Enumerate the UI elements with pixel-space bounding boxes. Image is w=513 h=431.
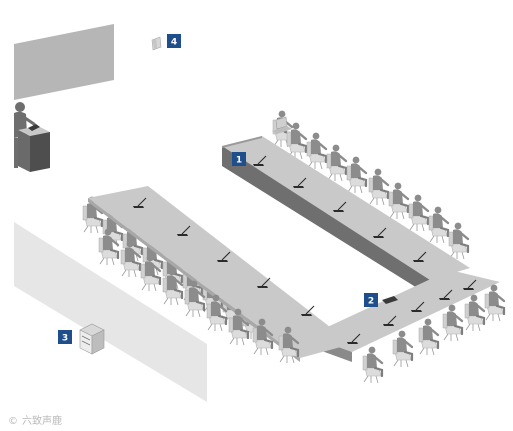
laptop-icon — [272, 116, 292, 134]
watermark: © 六致声鹿 — [8, 414, 62, 427]
badge-label: 3 — [62, 334, 68, 344]
badge-label: 1 — [236, 156, 242, 166]
wireless-device-icon — [151, 36, 162, 51]
wireless-device-icon — [382, 296, 398, 304]
badge-1: 1 — [232, 152, 246, 166]
badge-3: 3 — [58, 330, 72, 344]
badge-4: 4 — [167, 34, 181, 48]
watermark-text: 六致声鹿 — [22, 414, 62, 427]
badge-label: 4 — [171, 38, 177, 48]
projection-screen-icon — [14, 24, 114, 100]
podium-icon — [18, 124, 50, 172]
watermark-mark: © — [8, 416, 18, 427]
floor-panel — [14, 222, 207, 402]
table-right-arm — [222, 136, 470, 296]
table-left — [88, 186, 352, 362]
rack-cabinet-icon — [79, 323, 105, 355]
badge-2: 2 — [364, 293, 378, 307]
badge-label: 2 — [368, 297, 374, 307]
